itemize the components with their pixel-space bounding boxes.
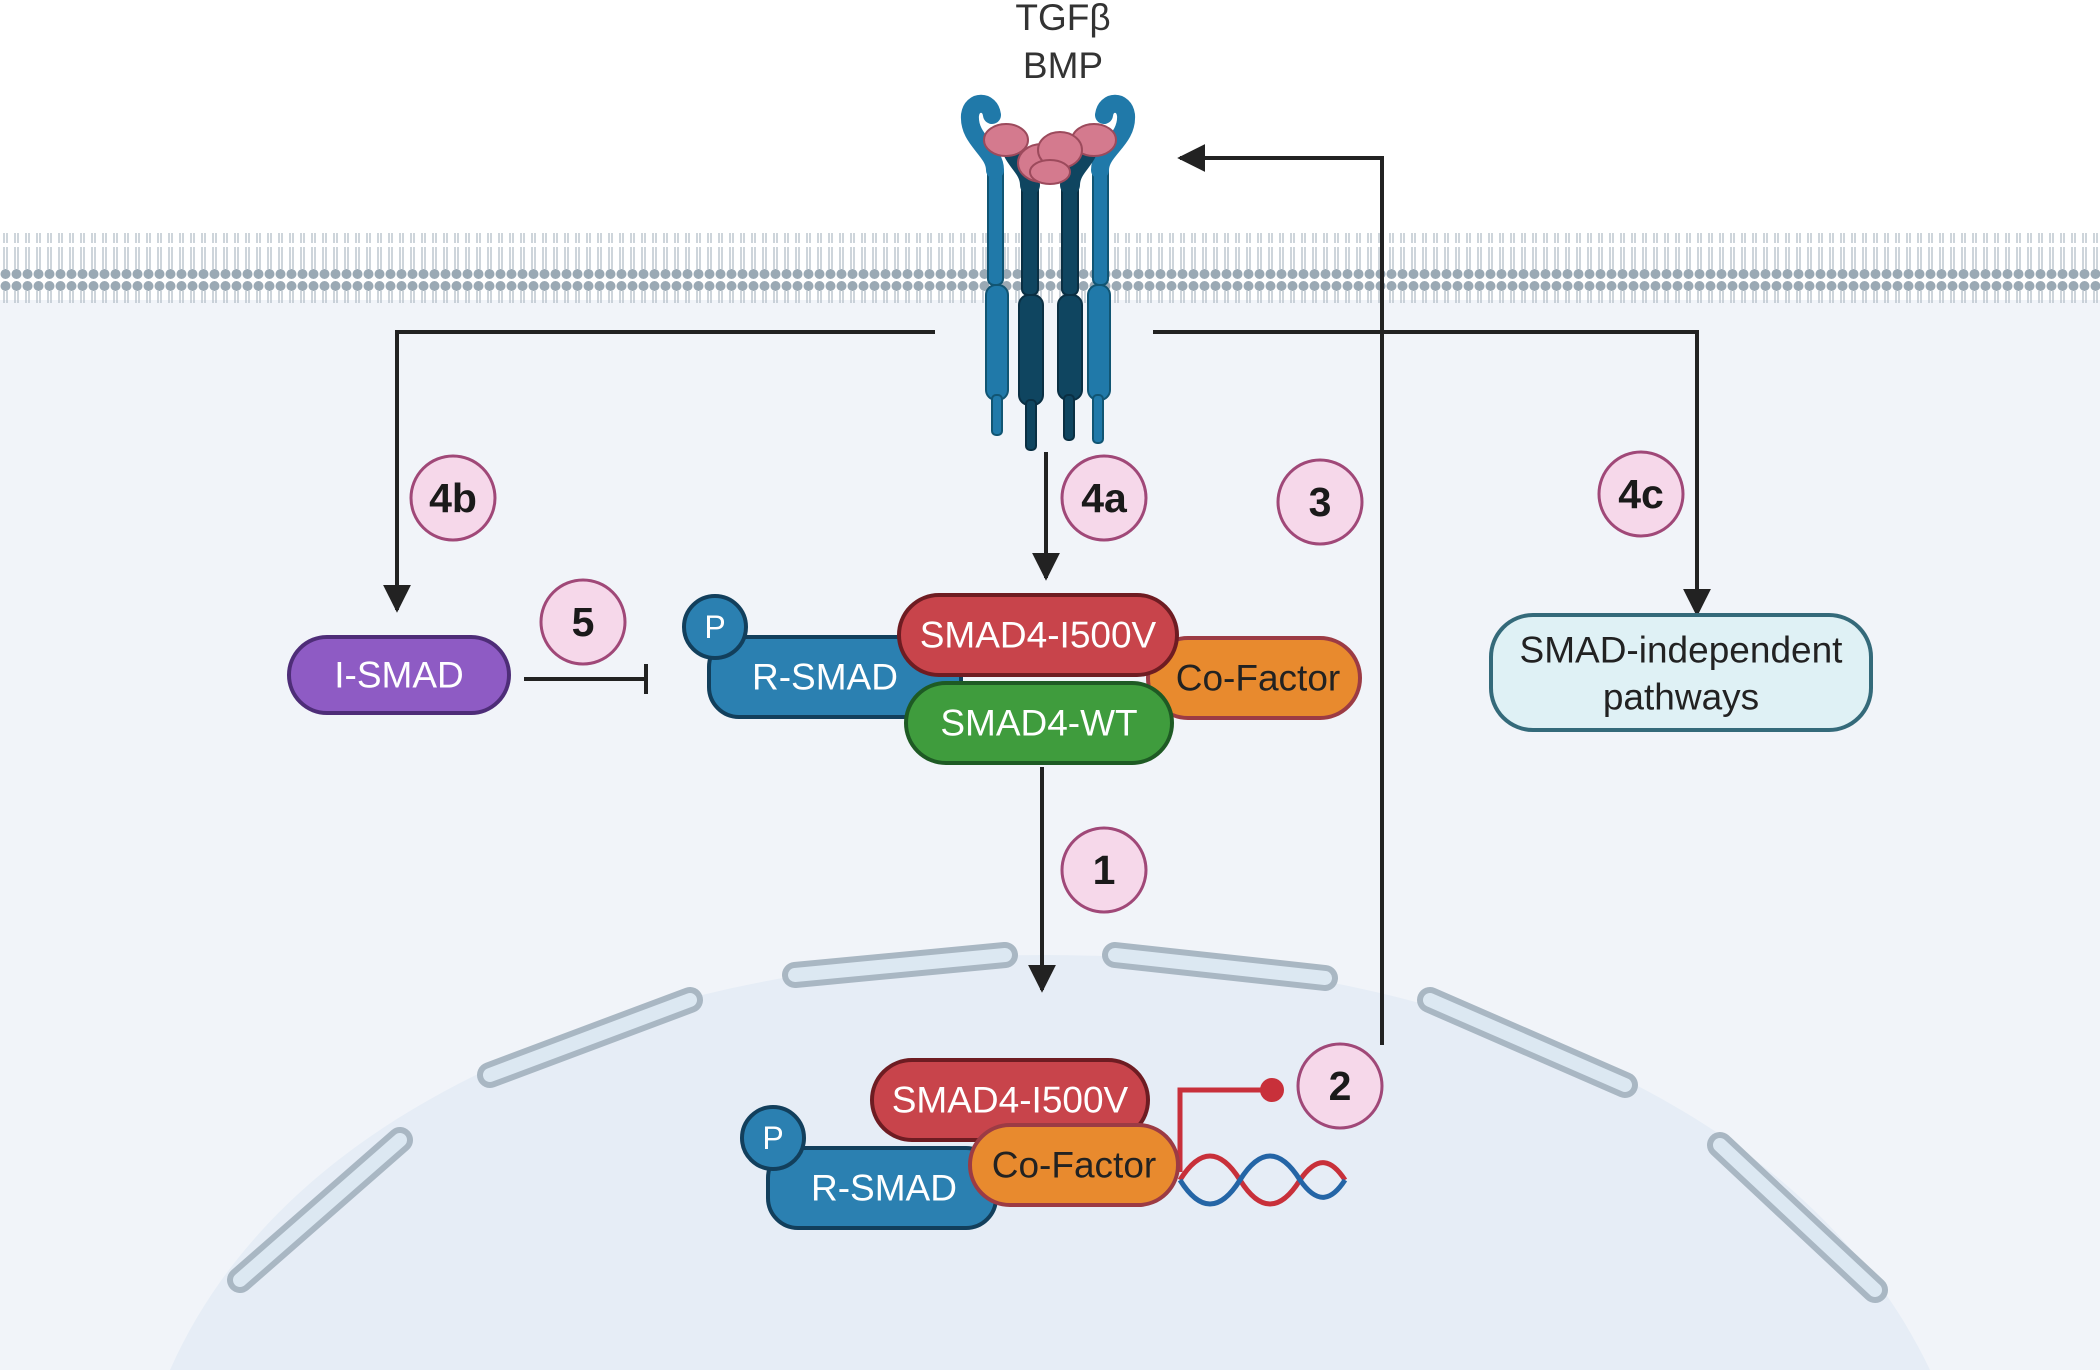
smad-independent-pathways: SMAD-independent pathways bbox=[1489, 613, 1873, 732]
step-4b: 4b bbox=[409, 454, 497, 542]
svg-text:R-SMAD: R-SMAD bbox=[811, 1168, 957, 1209]
svg-text:SMAD4-I500V: SMAD4-I500V bbox=[892, 1080, 1129, 1121]
nuclear-phospho: P bbox=[740, 1105, 806, 1171]
step-3: 3 bbox=[1276, 458, 1364, 546]
svg-text:P: P bbox=[762, 1120, 783, 1156]
svg-text:4a: 4a bbox=[1081, 475, 1128, 521]
arrow-to-i-smad bbox=[383, 330, 935, 613]
svg-text:SMAD-independent: SMAD-independent bbox=[1520, 630, 1844, 671]
ligand-label-bmp: BMP bbox=[1023, 45, 1103, 86]
nuclear-smad4-mutant: SMAD4-I500V bbox=[870, 1058, 1150, 1142]
nuclear-smad-complex: SMAD4-I500V R-SMAD P Co-Factor bbox=[740, 1058, 1180, 1230]
feedback-arrow bbox=[1177, 144, 1384, 1045]
step-markers: 4b 4a 3 4c 5 1 2 bbox=[409, 450, 1685, 1130]
svg-text:4b: 4b bbox=[429, 475, 477, 521]
i-smad-label: I-SMAD bbox=[334, 655, 464, 696]
svg-text:5: 5 bbox=[572, 599, 595, 645]
step-4c: 4c bbox=[1597, 450, 1685, 538]
cytoplasm-cofactor: Co-Factor bbox=[1146, 636, 1362, 720]
step-1: 1 bbox=[1060, 826, 1148, 914]
cytoplasm-phospho: P bbox=[682, 594, 748, 660]
cell-membrane bbox=[0, 233, 2100, 303]
cytoplasm-smad4-wt: SMAD4-WT bbox=[904, 681, 1174, 765]
i-smad: I-SMAD bbox=[287, 635, 511, 715]
svg-text:1: 1 bbox=[1093, 847, 1116, 893]
step-5: 5 bbox=[539, 578, 627, 666]
svg-text:3: 3 bbox=[1309, 479, 1332, 525]
dna-strand-red bbox=[1177, 1153, 1348, 1207]
step-2: 2 bbox=[1296, 1042, 1384, 1130]
cytoplasm-r-smad: R-SMAD bbox=[707, 635, 963, 719]
svg-text:Co-Factor: Co-Factor bbox=[1176, 658, 1340, 699]
svg-text:Co-Factor: Co-Factor bbox=[992, 1145, 1156, 1186]
ligand bbox=[983, 123, 1117, 185]
svg-text:P: P bbox=[704, 609, 725, 645]
pathway-arrows bbox=[383, 144, 1711, 1045]
cytoplasm-smad4-mutant: SMAD4-I500V bbox=[897, 593, 1179, 677]
step-4a: 4a bbox=[1060, 454, 1148, 542]
svg-text:SMAD4-I500V: SMAD4-I500V bbox=[920, 615, 1157, 656]
svg-text:2: 2 bbox=[1329, 1063, 1352, 1109]
dna-strand-blue bbox=[1177, 1153, 1348, 1207]
promoter-arrow bbox=[1177, 1087, 1268, 1172]
svg-text:pathways: pathways bbox=[1603, 677, 1759, 718]
cytoplasm-smad-complex: Co-Factor R-SMAD P SMAD4-WT SMAD4-I500V bbox=[682, 593, 1362, 765]
target-gene bbox=[1177, 1078, 1348, 1207]
receptor-complex bbox=[961, 94, 1135, 451]
arrow-to-smad-independent bbox=[1153, 330, 1711, 617]
svg-text:4c: 4c bbox=[1618, 471, 1664, 517]
nuclear-cofactor: Co-Factor bbox=[968, 1123, 1180, 1207]
svg-text:SMAD4-WT: SMAD4-WT bbox=[940, 703, 1137, 744]
ligand-label-tgfb: TGFβ bbox=[1015, 0, 1110, 38]
nuclear-r-smad: R-SMAD bbox=[766, 1146, 998, 1230]
svg-text:R-SMAD: R-SMAD bbox=[752, 657, 898, 698]
